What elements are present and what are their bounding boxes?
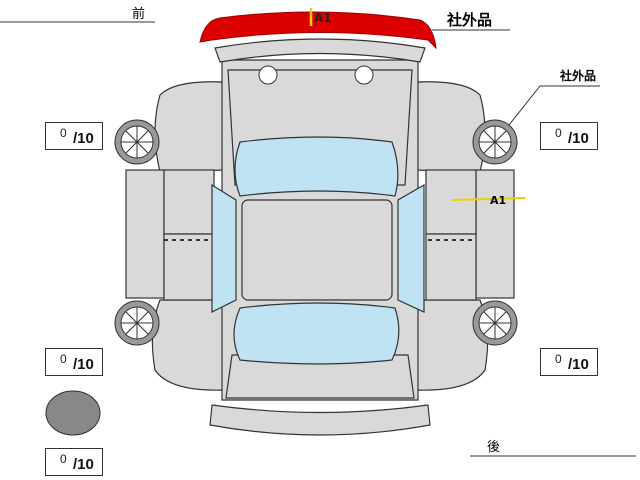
right-headlight — [354, 65, 374, 85]
wheel-rear-right[interactable] — [472, 300, 518, 346]
right-rocker[interactable] — [475, 169, 515, 299]
right-side-marker — [451, 197, 526, 201]
tire-score-front-right: 0/10 — [540, 122, 598, 150]
aftermarket-side-label: 社外品 — [559, 68, 596, 83]
right-side-window[interactable] — [397, 183, 425, 313]
windshield[interactable] — [234, 136, 399, 197]
wheel-front-right[interactable] — [472, 119, 518, 165]
front-bumper[interactable] — [199, 11, 437, 50]
right-side-mark: A1 — [490, 194, 506, 207]
left-rocker[interactable] — [125, 169, 165, 299]
left-side-window[interactable] — [211, 183, 237, 313]
front-label: 前 — [132, 6, 145, 22]
rear-label: 後 — [487, 440, 500, 455]
aftermarket-top-label: 社外品 — [446, 11, 492, 29]
tire-score-rear-left: 0/10 — [45, 348, 103, 376]
tire-score-denominator: /10 — [568, 356, 589, 373]
right-rear-door[interactable] — [425, 233, 477, 301]
tire-score-denominator: /10 — [73, 456, 94, 473]
front-right-fender[interactable] — [414, 81, 486, 173]
front-grille — [214, 38, 426, 63]
tire-score-denominator: /10 — [73, 130, 94, 147]
tire-score-value: 0 — [60, 126, 67, 140]
tire-score-front-left: 0/10 — [45, 122, 103, 150]
front-left-fender[interactable] — [154, 81, 226, 173]
rear-window[interactable] — [233, 302, 400, 365]
rear-bumper[interactable] — [209, 404, 431, 436]
left-front-door[interactable] — [163, 169, 215, 235]
tire-score-spare: 0/10 — [45, 448, 103, 476]
left-headlight — [258, 65, 278, 85]
tire-score-value: 0 — [555, 126, 562, 140]
tire-score-denominator: /10 — [73, 356, 94, 373]
tire-score-value: 0 — [555, 352, 562, 366]
roof[interactable] — [241, 199, 393, 301]
spare-tire[interactable] — [45, 390, 101, 436]
wheel-rear-left[interactable] — [114, 300, 160, 346]
tire-score-value: 0 — [60, 452, 67, 466]
tire-score-value: 0 — [60, 352, 67, 366]
aftermarket-side-line — [504, 85, 600, 131]
wheel-front-left[interactable] — [114, 119, 160, 165]
tire-score-denominator: /10 — [568, 130, 589, 147]
rear-left-fender[interactable] — [151, 299, 226, 391]
right-front-door[interactable] — [425, 169, 477, 235]
front-bumper-mark: A1 — [314, 11, 332, 25]
tire-score-rear-right: 0/10 — [540, 348, 598, 376]
left-rear-door[interactable] — [163, 233, 215, 301]
